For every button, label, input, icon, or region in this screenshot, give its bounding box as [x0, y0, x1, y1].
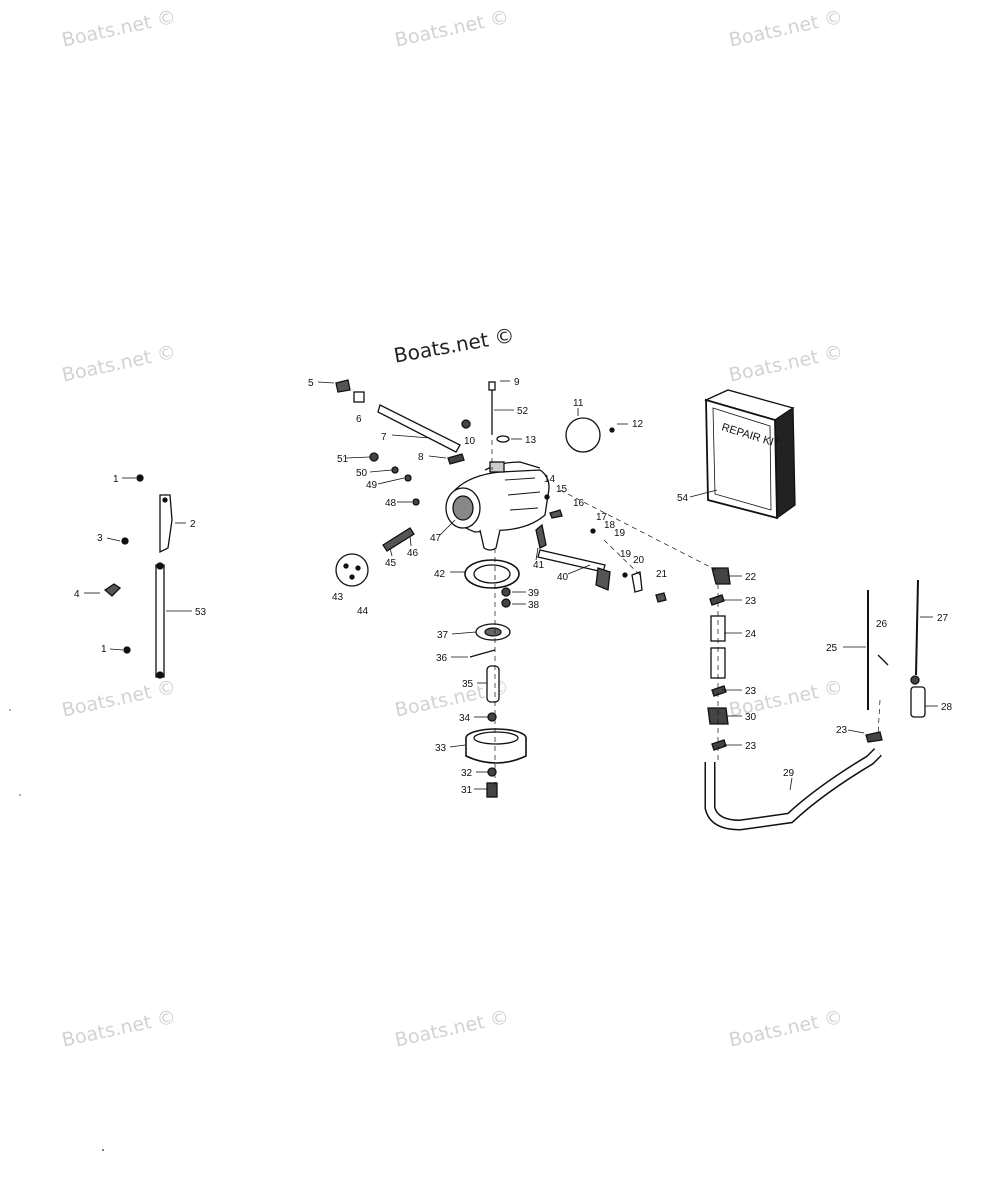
callout-label: 9 [514, 377, 520, 388]
callout-label: 35 [462, 679, 474, 690]
callout-label: 29 [783, 768, 795, 779]
callout-label: 23 [836, 725, 848, 736]
callout-label: 48 [385, 498, 397, 509]
callout-label: 4 [74, 589, 80, 600]
callout-label: 15 [556, 484, 568, 495]
throttle-shaft-part [335, 379, 615, 506]
callout-label: 5 [308, 378, 314, 389]
callout-label: 23 [745, 596, 757, 607]
callout-label: 36 [436, 653, 448, 664]
throttle-link-part [103, 474, 173, 679]
callout-label: 17 [596, 512, 608, 523]
callout-label: 32 [461, 768, 473, 779]
callout-label: 40 [557, 572, 569, 583]
carburetor-body [445, 461, 550, 551]
alignment-dashes [491, 440, 881, 785]
callout-label: 1 [101, 644, 107, 655]
callout-label: 28 [941, 702, 953, 713]
callout-label: 12 [632, 419, 644, 430]
scan-specks [9, 709, 104, 1151]
callout-label: 49 [366, 480, 378, 491]
callout-label: 8 [418, 452, 424, 463]
callout-label: 22 [745, 572, 757, 583]
callout-label: 7 [381, 432, 387, 443]
callout-label: 18 [604, 520, 616, 531]
callout-label: 20 [633, 555, 645, 566]
callout-label: 27 [937, 613, 949, 624]
callout-label: 38 [528, 600, 540, 611]
float-bowl-part [465, 587, 527, 798]
callout-label: 52 [517, 406, 529, 417]
callout-label: 1 [113, 474, 119, 485]
callout-label: 23 [745, 686, 757, 697]
callout-label: 21 [656, 569, 668, 580]
callout-label: 54 [677, 493, 689, 504]
callout-label: 11 [573, 398, 584, 409]
callout-label: 16 [573, 498, 585, 509]
primer-rod-part [867, 579, 926, 718]
idle-screw-part [335, 523, 547, 589]
callout-label: 10 [464, 436, 476, 447]
callout-label: 13 [525, 435, 537, 446]
callout-label: 26 [876, 619, 888, 630]
callout-label: 43 [332, 592, 344, 603]
callout-label: 37 [437, 630, 449, 641]
callout-label: 31 [461, 785, 473, 796]
callout-label: 46 [407, 548, 419, 559]
callout-label: 51 [337, 454, 349, 465]
callout-label: 19 [614, 528, 626, 539]
callout-label: 34 [459, 713, 471, 724]
callout-label: 39 [528, 588, 540, 599]
leader-lines [84, 380, 938, 791]
callout-label: 47 [430, 533, 442, 544]
callout-label: 33 [435, 743, 447, 754]
callout-label: 19 [620, 549, 632, 560]
callout-label: 44 [357, 606, 369, 617]
repair-kit-box [704, 389, 796, 520]
callout-label: 24 [745, 629, 757, 640]
callout-label: 6 [356, 414, 362, 425]
callout-label: 2 [190, 519, 196, 530]
callout-label: 42 [434, 569, 446, 580]
callout-label: 41 [533, 560, 545, 571]
callout-label: 50 [356, 468, 368, 479]
choke-shaft-part [537, 494, 667, 603]
callout-labels: 1 2 3 4 53 1 5 6 7 8 9 52 10 13 11 12 51… [74, 377, 953, 796]
callout-label: 14 [544, 474, 556, 485]
callout-label: 23 [745, 741, 757, 752]
fuel-line-part [704, 567, 883, 831]
callout-label: 25 [826, 643, 838, 654]
callout-label: 53 [195, 607, 207, 618]
callout-label: 30 [745, 712, 757, 723]
callout-label: 3 [97, 533, 103, 544]
callout-label: 45 [385, 558, 397, 569]
